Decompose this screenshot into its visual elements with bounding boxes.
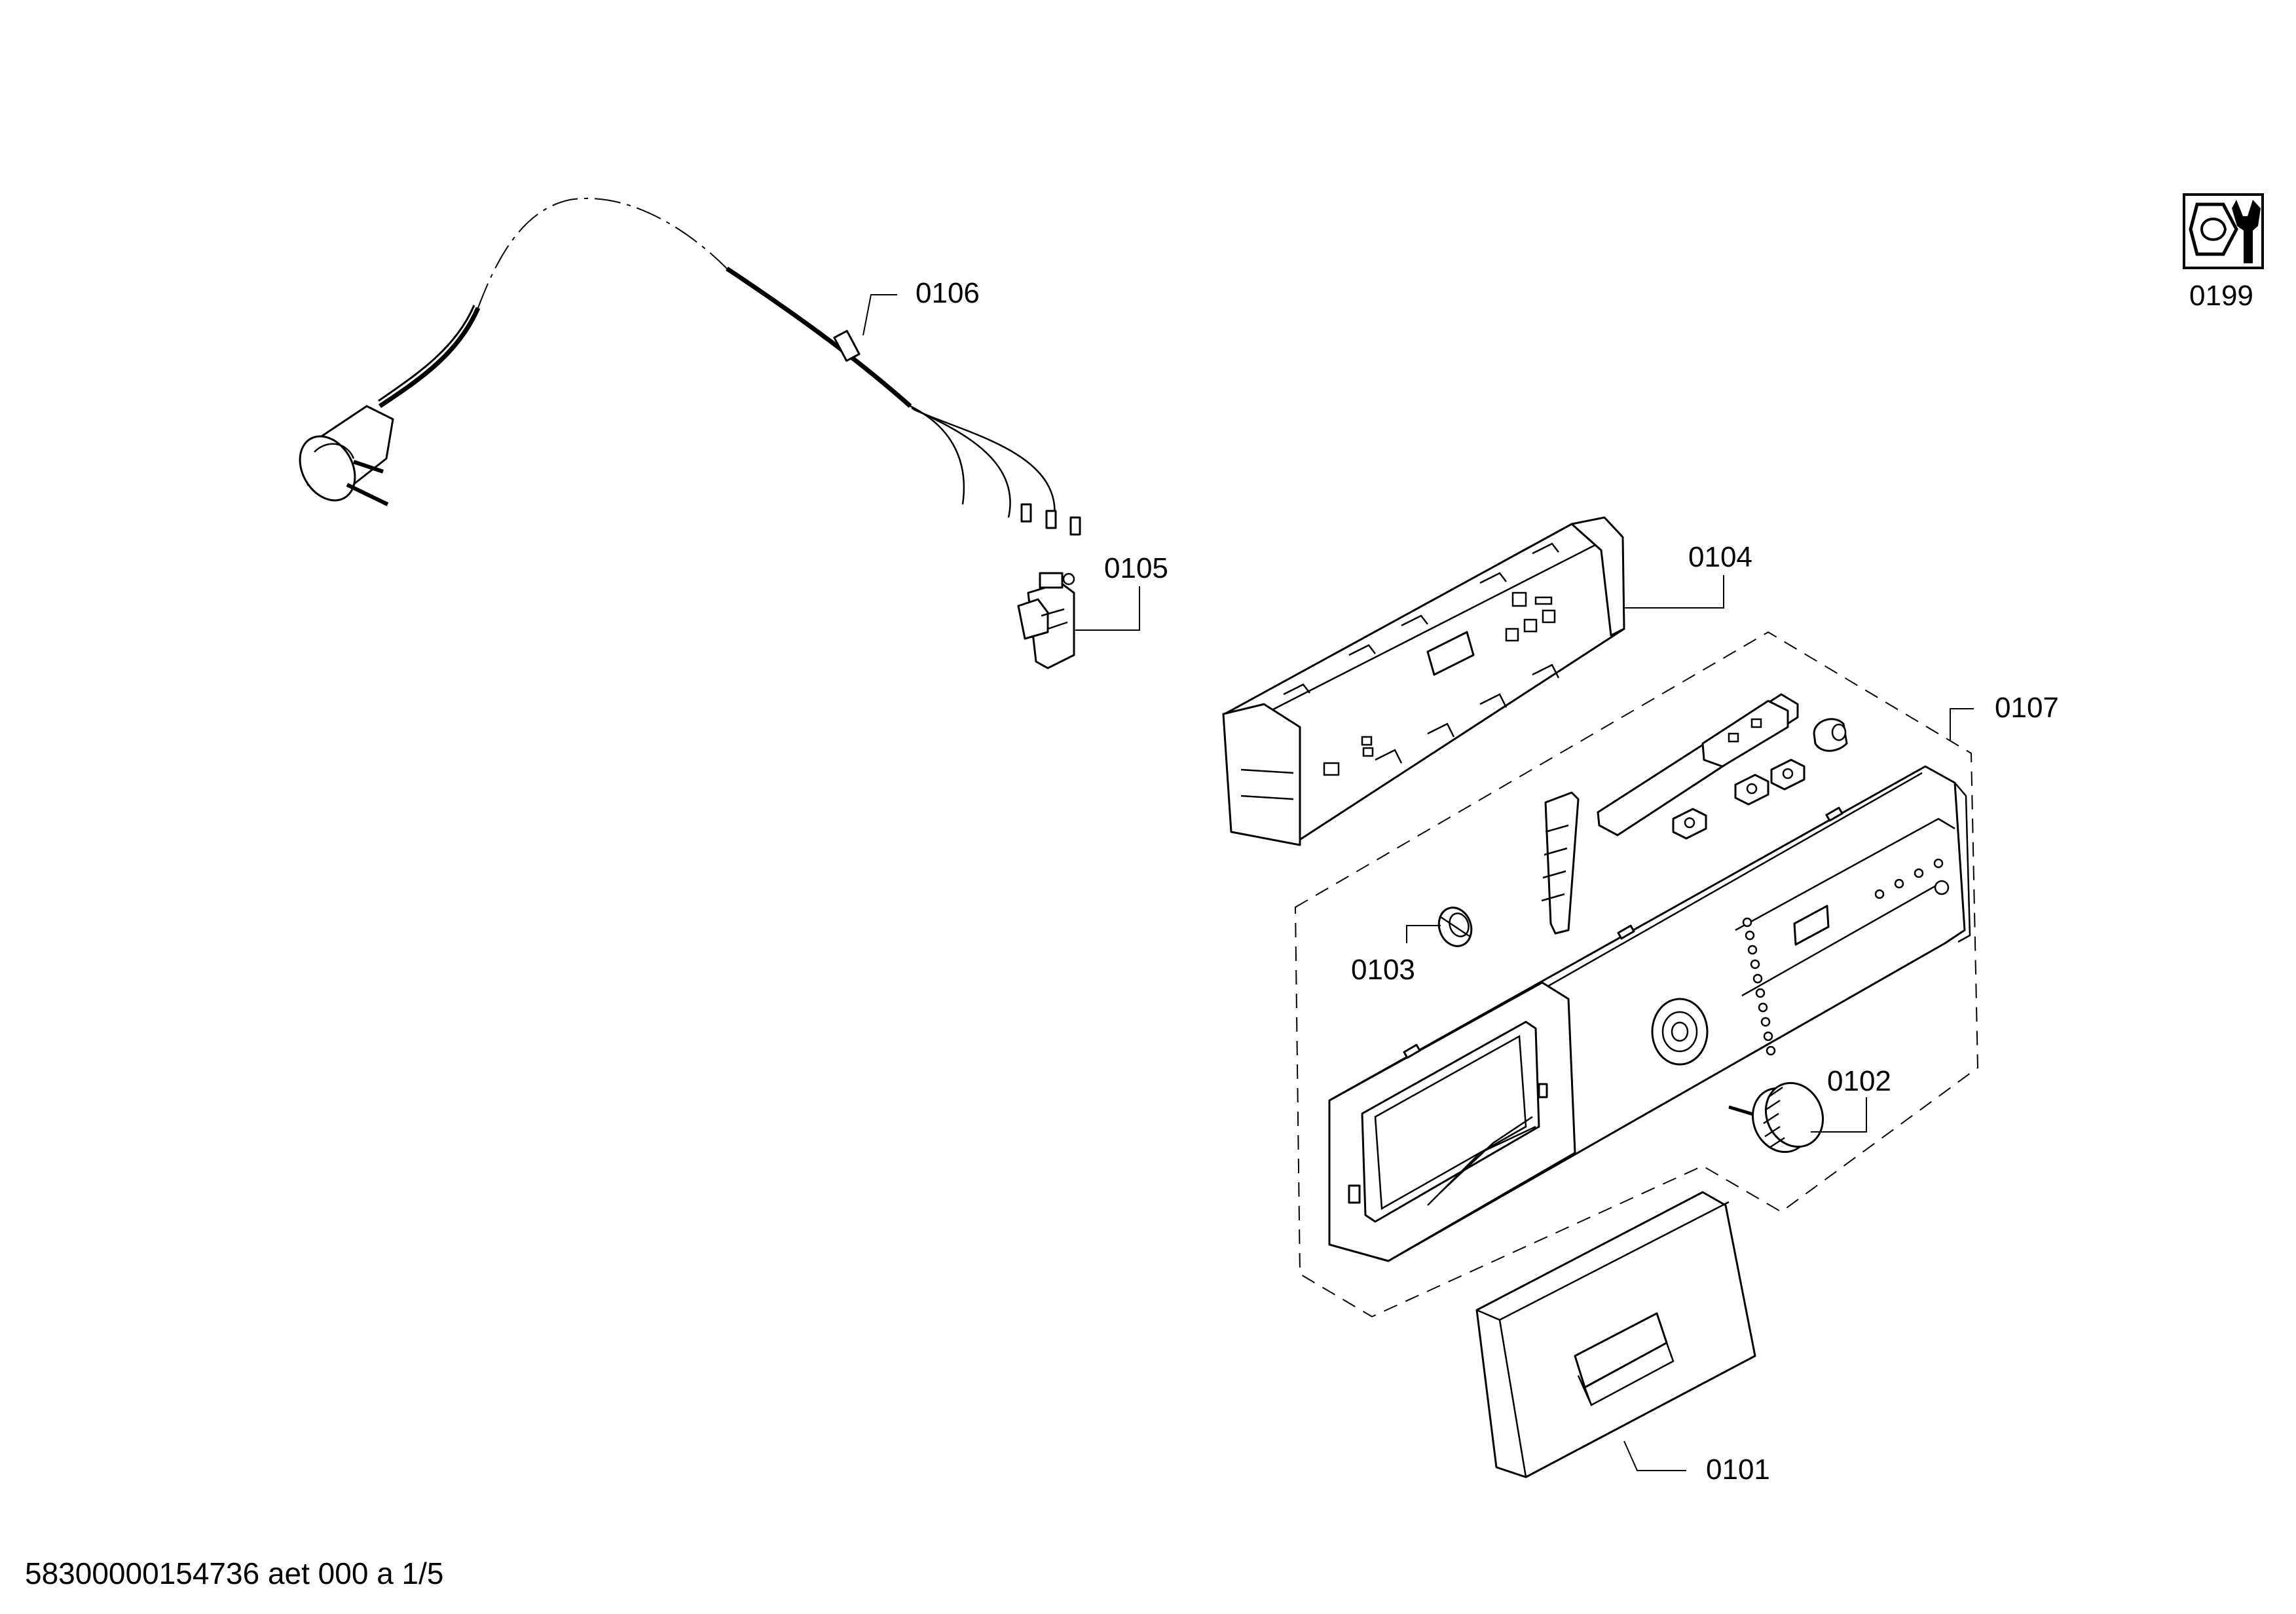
nut-and-wrench-icon [2183, 193, 2264, 269]
part-number-0107: 0107 [1995, 692, 2059, 724]
part-number-0104: 0104 [1688, 541, 1752, 573]
part-number-0101: 0101 [1706, 1454, 1770, 1486]
label-0106: 0106 [862, 277, 980, 336]
button-0103-part [1437, 907, 1473, 947]
led-comb-part [1541, 791, 1580, 935]
light-guide-part [1597, 693, 1799, 836]
label-0101: 0101 [1623, 1440, 1770, 1486]
small-button-part [1672, 718, 1848, 840]
drawer-handle-part [1475, 1191, 1756, 1478]
part-number-0102: 0102 [1827, 1065, 1891, 1097]
label-0103: 0103 [1351, 925, 1441, 986]
part-number-0199: 0199 [2189, 280, 2253, 312]
power-cable-part [299, 197, 1081, 536]
electronic-module-part [1222, 516, 1625, 846]
document-id: 58300000154736 aet 000 a 1/5 [25, 1556, 444, 1590]
panel-kit-boundary [1294, 631, 1979, 1318]
part-number-0105: 0105 [1104, 552, 1168, 584]
label-0107: 0107 [1950, 692, 2059, 740]
suppressor-part [1017, 572, 1075, 669]
knob-0102-part [1728, 1081, 1824, 1154]
label-0102: 0102 [1811, 1065, 1891, 1133]
part-number-0103: 0103 [1351, 954, 1415, 986]
part-number-0106: 0106 [916, 277, 980, 309]
control-panel-part [1328, 765, 1971, 1262]
label-0105: 0105 [1075, 552, 1168, 631]
label-0104: 0104 [1623, 541, 1752, 609]
